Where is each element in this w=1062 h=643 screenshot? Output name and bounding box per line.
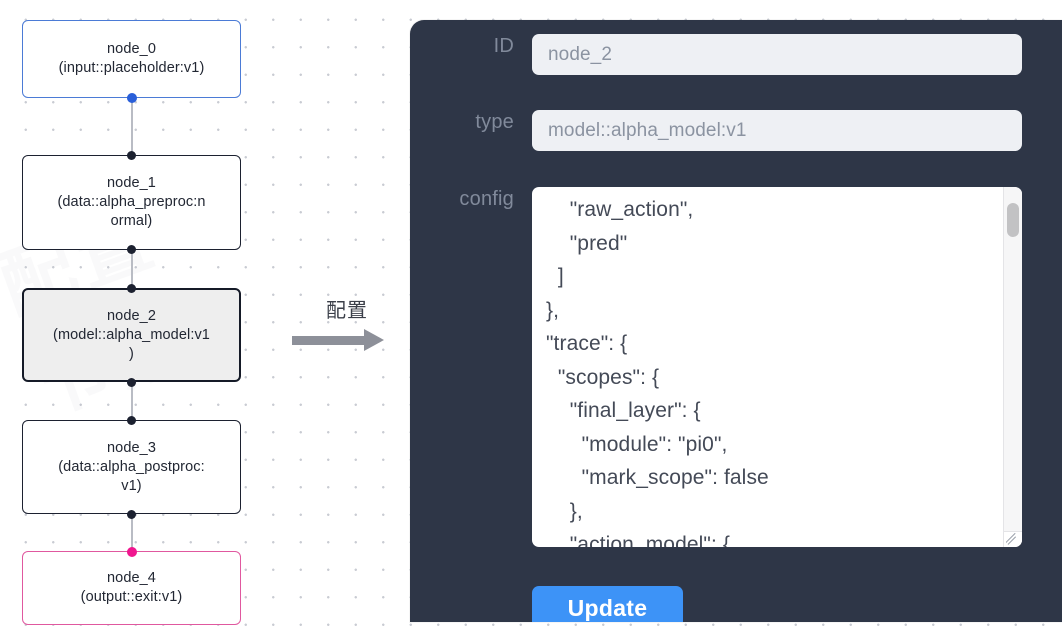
config-scrollbar-thumb[interactable] (1007, 203, 1019, 237)
port-node_2-out[interactable] (127, 378, 136, 387)
graph-node-node_3[interactable]: node_3 (data::alpha_postproc: v1) (22, 420, 241, 514)
id-input[interactable] (532, 34, 1022, 75)
node-label: node_4 (output::exit:v1) (80, 570, 183, 605)
type-field-label: type (475, 111, 514, 133)
port-node_0-out[interactable] (126, 93, 137, 103)
node-label: node_2 (model::alpha_model:v1 ) (53, 307, 210, 362)
config-textarea-shell: "raw_action", "pred" ] }, "trace": { "sc… (532, 187, 1022, 547)
id-field-label: ID (493, 35, 514, 57)
edge-node3-node4 (131, 512, 133, 554)
field-row-type: type (410, 110, 1062, 151)
graph-node-node_2[interactable]: node_2 (model::alpha_model:v1 ) (22, 288, 241, 382)
graph-node-node_4[interactable]: node_4 (output::exit:v1) (22, 551, 241, 625)
port-node_1-in[interactable] (127, 151, 136, 160)
node-label: node_0 (input::placeholder:v1) (58, 41, 205, 76)
resize-handle-icon (1006, 533, 1021, 546)
port-node_3-out[interactable] (127, 510, 136, 519)
annotation-config: 配置 (292, 297, 402, 351)
type-input[interactable] (532, 110, 1022, 151)
config-resize-corner[interactable] (1003, 531, 1022, 547)
config-textarea[interactable]: "raw_action", "pred" ] }, "trace": { "sc… (532, 187, 987, 547)
annotation-label: 配置 (326, 298, 368, 322)
port-node_1-out[interactable] (127, 245, 136, 254)
arrow-right-icon (292, 329, 392, 351)
port-node_2-in[interactable] (127, 284, 136, 293)
graph-node-node_1[interactable]: node_1 (data::alpha_preproc:n ormal) (22, 155, 241, 250)
arrow-head (364, 329, 384, 351)
config-scrollbar[interactable] (1003, 187, 1022, 532)
inspector-panel: ID type config "raw_action", "pred" ] },… (410, 20, 1062, 622)
node-graph: node_0 (input::placeholder:v1) node_1 (d… (0, 0, 400, 643)
edge-node2-node3 (131, 380, 133, 422)
edge-node1-node2 (131, 248, 133, 290)
node-label: node_3 (data::alpha_postproc: v1) (58, 439, 205, 494)
update-button[interactable]: Update (532, 586, 683, 622)
port-node_3-in[interactable] (127, 416, 136, 425)
arrow-shaft (292, 336, 366, 345)
field-row-id: ID (410, 34, 1062, 75)
field-row-config: config "raw_action", "pred" ] }, "trace"… (410, 187, 1062, 547)
edge-node0-node1 (131, 96, 133, 158)
config-field-label: config (459, 188, 514, 210)
graph-node-node_0[interactable]: node_0 (input::placeholder:v1) (22, 20, 241, 98)
port-node_4-in[interactable] (126, 547, 137, 557)
node-label: node_1 (data::alpha_preproc:n ormal) (57, 175, 206, 229)
